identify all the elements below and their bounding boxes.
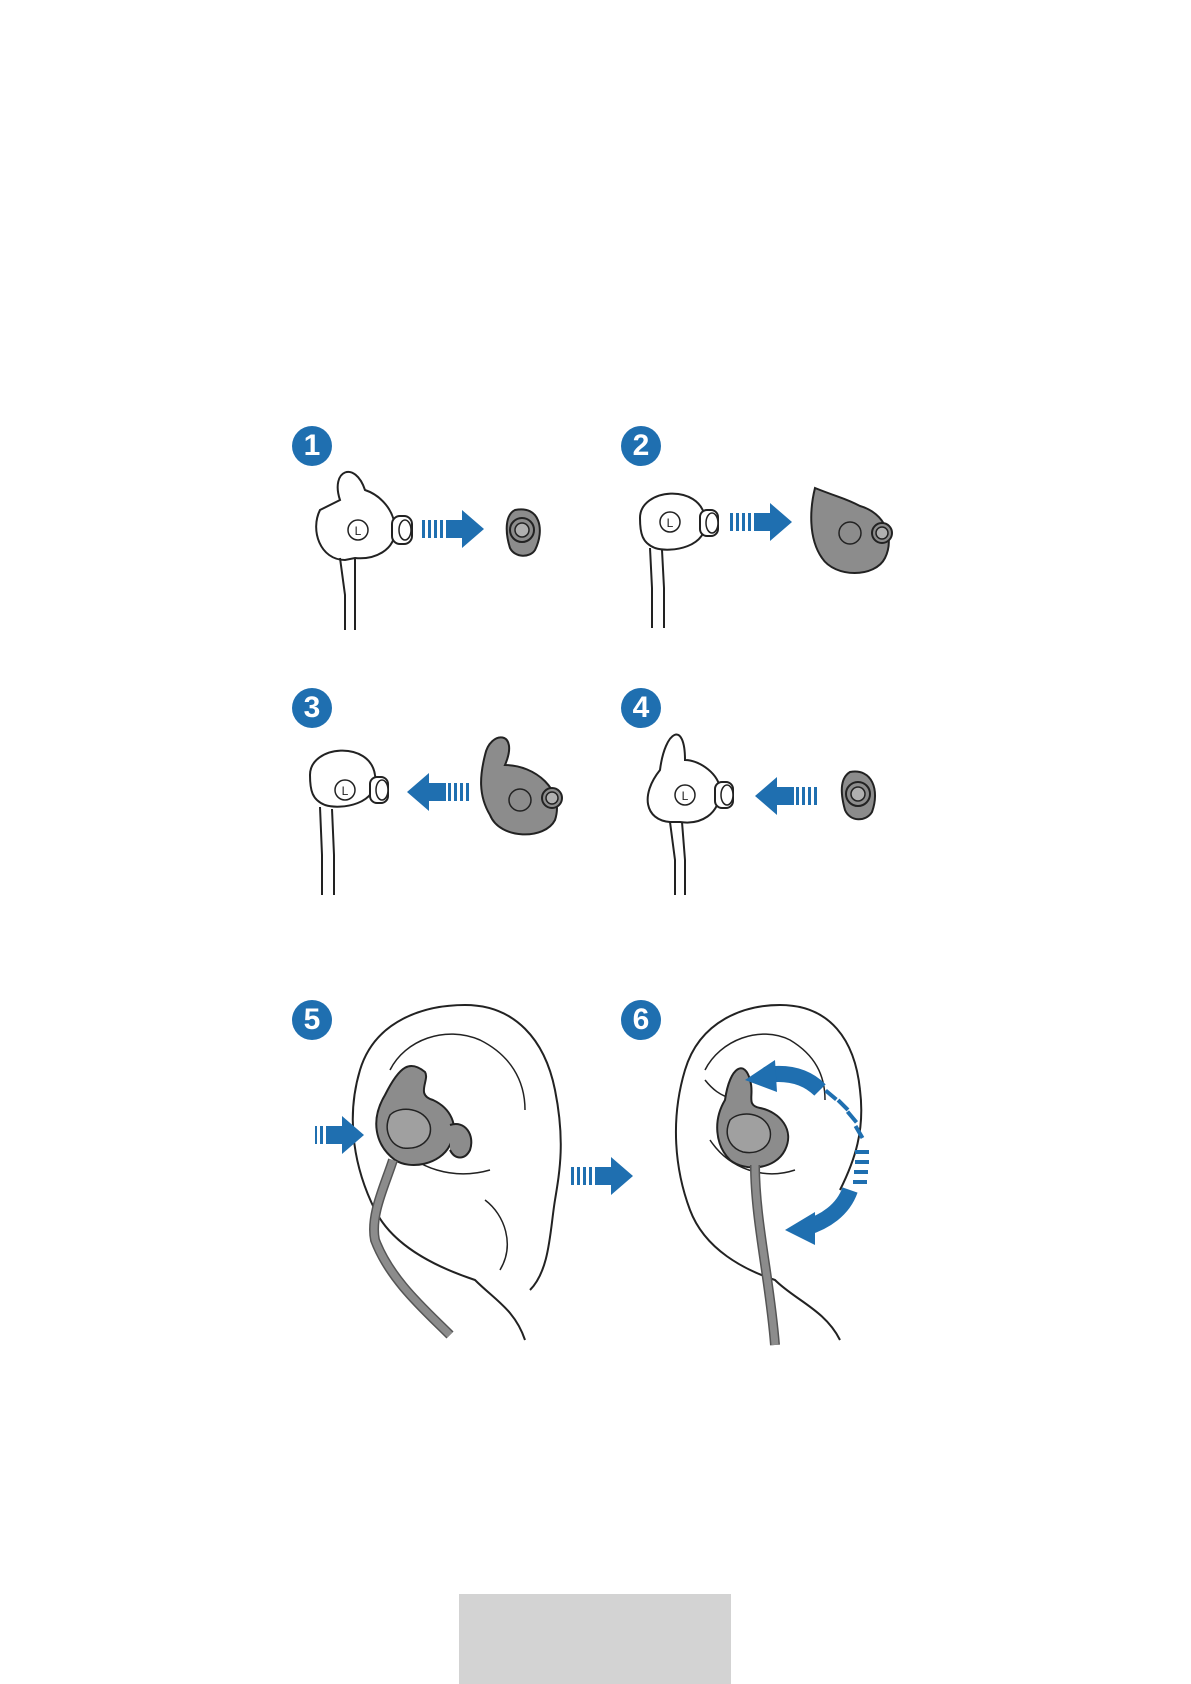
step-1-illustration: L: [300, 470, 580, 640]
step-3-badge: 3: [292, 688, 332, 728]
svg-text:L: L: [342, 784, 349, 798]
earbud-with-wing: [316, 472, 395, 560]
step-2-badge: 2: [621, 426, 661, 466]
step-1-badge: 1: [292, 426, 332, 466]
svg-text:L: L: [667, 516, 674, 530]
step-3-illustration: L: [300, 735, 580, 905]
step-6-badge: 6: [621, 1000, 661, 1040]
footer-bar: [459, 1594, 731, 1684]
step-4-illustration: L: [640, 730, 910, 900]
step-6-illustration: [665, 1000, 915, 1350]
svg-text:L: L: [355, 524, 362, 538]
svg-text:L: L: [682, 789, 689, 803]
earbud-with-wing: [648, 735, 720, 823]
progress-arrow: [571, 1157, 633, 1195]
step-4-badge: 4: [621, 688, 661, 728]
step-2-illustration: L: [630, 478, 910, 638]
wing-tip: [481, 737, 557, 834]
